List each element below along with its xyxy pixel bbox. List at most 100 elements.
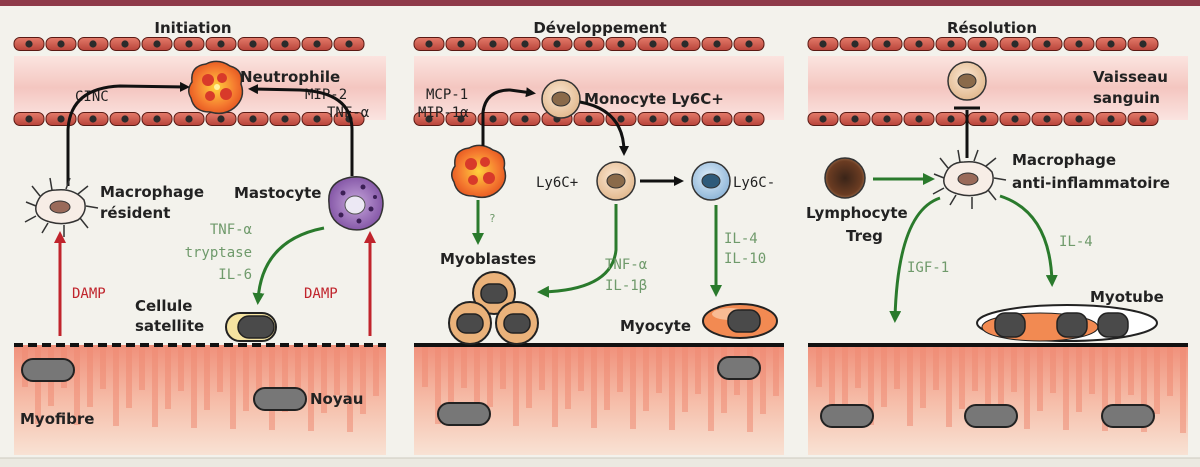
label-cinc: CINC [75, 89, 109, 105]
myofibril-stripe [282, 347, 288, 412]
label-monocyte-ly6c: Monocyte Ly6C+ [584, 90, 724, 108]
endothelial-nucleus [947, 40, 955, 48]
myofibre-nucleus [964, 404, 1018, 428]
myofibril-stripe [920, 347, 926, 408]
endothelial-nucleus [915, 40, 923, 48]
label-mast-il6: IL-6 [218, 267, 252, 283]
endothelial-nucleus [1075, 115, 1083, 123]
myofibril-stripe [191, 347, 197, 428]
label-noyau: Noyau [310, 390, 363, 408]
endothelial-nucleus [25, 40, 33, 48]
myofibril-stripe [448, 347, 454, 406]
myofibril-stripe [773, 347, 779, 396]
endothelial-nucleus [489, 115, 497, 123]
myofibril-stripe [35, 347, 41, 424]
endothelial-nucleus [89, 40, 97, 48]
myofibril-stripe [1037, 347, 1043, 411]
arrow-monocyte-to-ly6c-pos [579, 100, 629, 156]
endothelial-nucleus [883, 115, 891, 123]
myofibril-stripe [998, 347, 1004, 410]
label-mast-tryptase: tryptase [185, 245, 252, 261]
endothelial-nucleus [851, 115, 859, 123]
endothelial-nucleus [121, 115, 129, 123]
myofibril-stripe [695, 347, 701, 394]
endothelial-nucleus [979, 40, 987, 48]
arrow-macrophage-to-neutrophil [66, 81, 190, 186]
vessel-monocyte-cell [947, 61, 987, 101]
myofibril-stripe [1167, 347, 1173, 396]
myofibril-stripe [360, 347, 366, 414]
endothelial-nucleus [57, 115, 65, 123]
label-satellite: satellite [135, 317, 204, 335]
myofibril-stripe [243, 347, 249, 411]
arrow-mastocyte-to-satellite [252, 226, 325, 305]
endothelial-nucleus [489, 40, 497, 48]
anti-inflammatory-macrophage-cell [932, 149, 1007, 209]
label-resident: résident [100, 204, 170, 222]
label-ly6c-neg: Ly6C- [733, 175, 775, 191]
endothelial-nucleus [1107, 40, 1115, 48]
myofibril-stripe [230, 347, 236, 429]
vessel-wall-bottom [807, 112, 1159, 126]
endothelial-nucleus [915, 115, 923, 123]
label-damp-right: DAMP [304, 286, 338, 302]
arrow-macrophage-il4 [999, 194, 1058, 287]
myofibril-stripe [347, 347, 353, 432]
myofibril-stripe [1154, 347, 1160, 414]
label-question: ? [489, 212, 496, 225]
myofibril-stripe [461, 347, 467, 388]
label-lymphocyte: Lymphocyte [806, 204, 908, 222]
myofibril-stripe [1076, 347, 1082, 412]
label-il4: IL-4 [1059, 234, 1093, 250]
endothelial-nucleus [425, 115, 433, 123]
endothelial-nucleus [851, 40, 859, 48]
myofibril-stripe [178, 347, 184, 391]
arrow-mastocyte-to-neutrophil [248, 84, 354, 176]
myofibril-stripe [1050, 347, 1056, 393]
myofibril-stripe [1102, 347, 1108, 431]
endothelial-nucleus [457, 115, 465, 123]
endothelial-nucleus [217, 40, 225, 48]
myofibril-stripe [1089, 347, 1095, 394]
endothelial-nucleus [745, 115, 753, 123]
myofibril-stripe [539, 347, 545, 390]
label-igf1: IGF-1 [907, 260, 949, 276]
endothelial-nucleus [249, 115, 257, 123]
myofibril-stripe [373, 347, 379, 396]
myofibril-stripe [552, 347, 558, 427]
endothelial-nucleus [153, 40, 161, 48]
neutrophil-cell [451, 144, 507, 199]
endothelial-nucleus [1043, 40, 1051, 48]
endothelial-nucleus [185, 115, 193, 123]
myofibril-stripe [933, 347, 939, 390]
endothelial-nucleus [153, 115, 161, 123]
endothelial-nucleus [649, 40, 657, 48]
label-ly6c-pos: Ly6C+ [536, 175, 578, 191]
endothelial-nucleus [313, 115, 321, 123]
panel-title-developpement: Développement [533, 19, 666, 37]
endothelial-nucleus [1011, 115, 1019, 123]
mastocyte-cell [328, 176, 384, 231]
myofibril-stripe [643, 347, 649, 411]
myofibril-stripe [74, 347, 80, 425]
myofibril-stripe [682, 347, 688, 412]
myofibril-stripe [868, 347, 874, 425]
endothelial-nucleus [345, 40, 353, 48]
myofibre-nucleus [1101, 404, 1155, 428]
vessel-wall-bottom [413, 112, 765, 126]
myofibril-stripe [487, 347, 493, 407]
myofibril-stripe [604, 347, 610, 410]
endothelial-nucleus [1139, 40, 1147, 48]
endothelial-nucleus [713, 115, 721, 123]
myofibril-stripe [435, 347, 441, 424]
endothelial-nucleus [585, 40, 593, 48]
myofibril-stripe [972, 347, 978, 391]
endothelial-nucleus [1011, 40, 1019, 48]
myofibre-nucleus [717, 356, 761, 380]
ly6c-positive-cell [596, 161, 636, 201]
label-mcp1: MCP-1 [426, 87, 468, 103]
label-tnf-alpha: TNF-α [605, 257, 648, 273]
myofibril-stripe [565, 347, 571, 409]
endothelial-nucleus [713, 40, 721, 48]
